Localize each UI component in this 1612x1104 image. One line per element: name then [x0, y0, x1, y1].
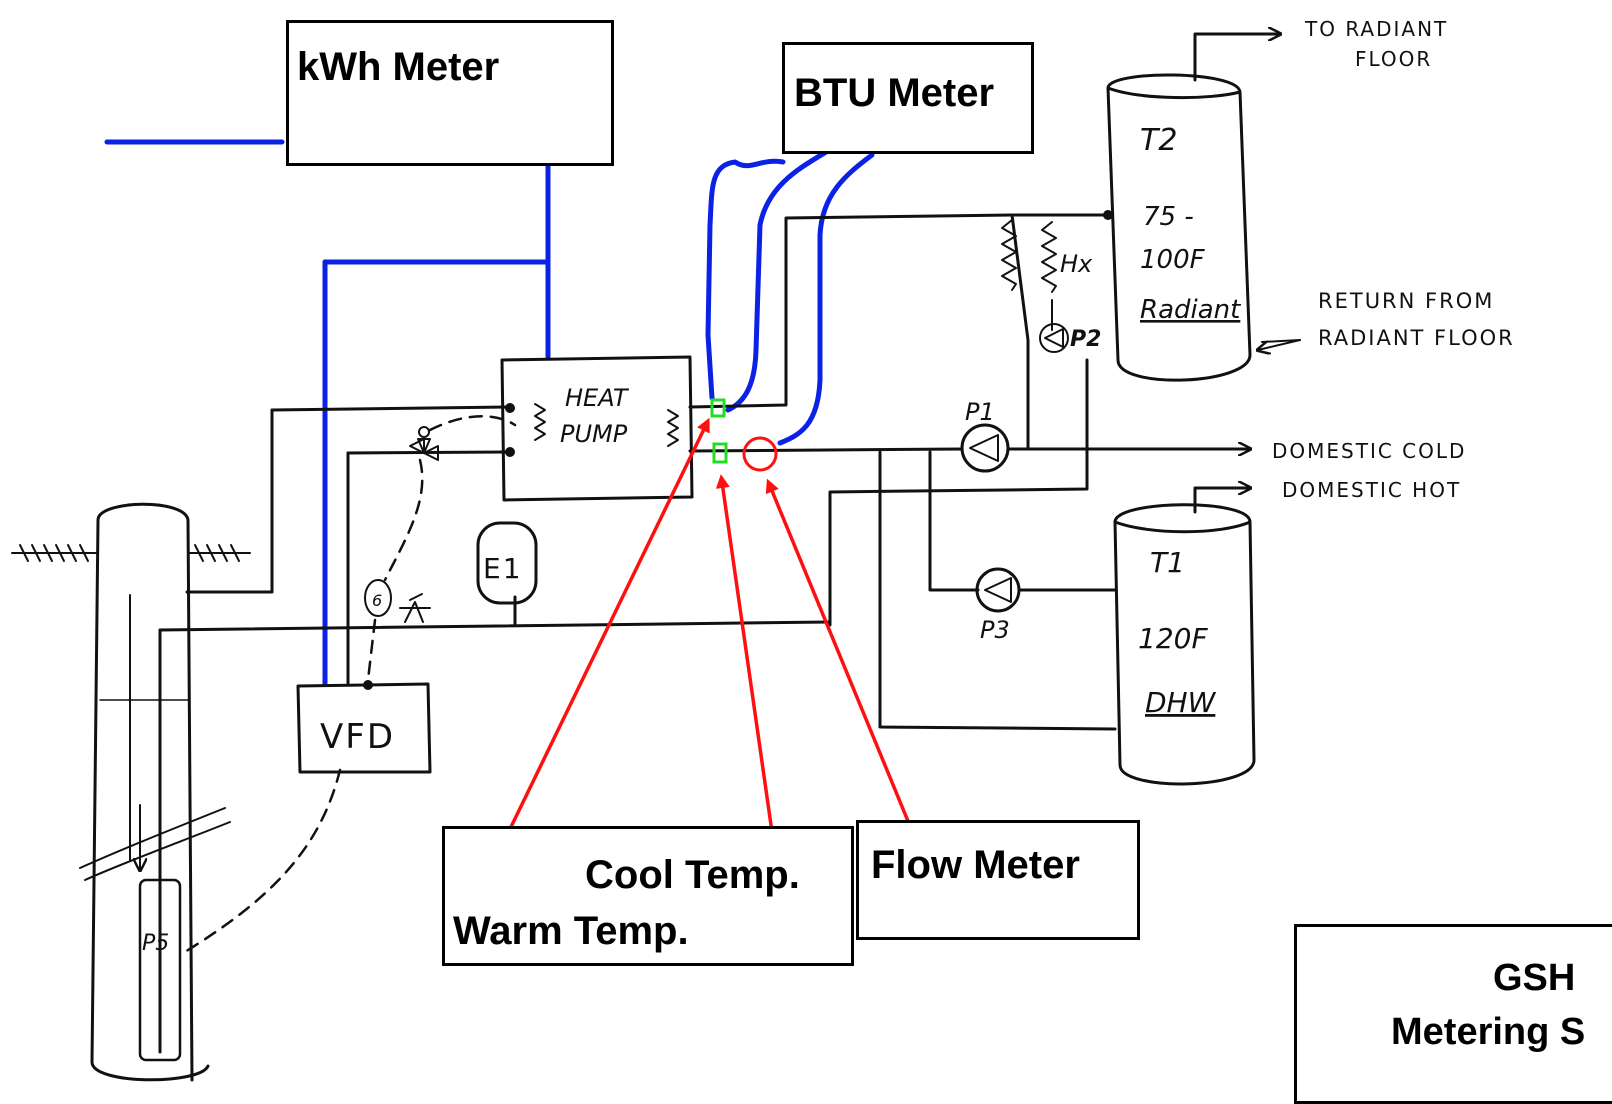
tank-t1: [1113, 503, 1256, 786]
flow-meter-sensor: [742, 436, 778, 472]
heat-pump-coils: [505, 403, 679, 457]
to-radiant-label-1: TO RADIANT: [1304, 17, 1448, 41]
title-line-2: Metering S: [1391, 1011, 1586, 1053]
expansion-tank-e1: [476, 521, 538, 605]
kwh-meter-label: kWh Meter: [297, 45, 500, 89]
tank-t2: [1106, 34, 1301, 382]
t1-use: DHW: [1145, 686, 1217, 719]
t2-label: T2: [1140, 123, 1177, 158]
btu-meter-box: BTU Meter: [782, 42, 1034, 154]
warm-temp-sensor: [710, 398, 726, 418]
p2-label: P2: [1070, 327, 1101, 352]
electrical-wiring: [104, 139, 875, 687]
t2-use: Radiant: [1140, 295, 1241, 325]
heat-pump-label-2: PUMP: [560, 420, 628, 448]
cool-temp-label: Cool Temp.: [585, 853, 800, 897]
kwh-meter-box: kWh Meter: [286, 20, 614, 166]
ground-hatch-right: [187, 544, 251, 562]
t2-temp-1: 75 -: [1143, 202, 1194, 232]
well-casing: [79, 502, 231, 1082]
t1-temp: 120F: [1138, 622, 1208, 655]
return-label-2: RADIANT FLOOR: [1318, 326, 1515, 350]
e1-label: E1: [483, 552, 523, 585]
pump-p3: [975, 567, 1021, 613]
three-way-valve: [409, 426, 439, 461]
t2-temp-2: 100F: [1140, 245, 1206, 275]
heat-pump-label-1: HEAT: [565, 384, 630, 412]
hx-label: Hx: [1060, 250, 1093, 278]
pump-p2: [1039, 323, 1069, 353]
piping: [158, 213, 1250, 1054]
valve-mark-label: 6: [372, 591, 382, 610]
p3-label: P3: [980, 616, 1010, 644]
p5-label: P5: [142, 931, 169, 956]
domestic-hot-label: DOMESTIC HOT: [1282, 478, 1461, 502]
warm-temp-label: Warm Temp.: [453, 909, 689, 953]
pump-p1: [960, 423, 1010, 473]
to-radiant-label-2: FLOOR: [1355, 47, 1432, 71]
return-label-1: RETURN FROM: [1318, 289, 1494, 313]
btu-meter-label: BTU Meter: [794, 71, 995, 115]
title-line-1: GSH: [1493, 957, 1576, 999]
t1-label: T1: [1150, 546, 1185, 579]
title-block: GSH Metering S: [1294, 924, 1612, 1104]
domestic-cold-label: DOMESTIC COLD: [1272, 439, 1466, 463]
p1-label: P1: [965, 398, 995, 426]
well-control-valve: [364, 579, 431, 623]
flow-meter-box: Flow Meter: [856, 820, 1140, 940]
vfd-label: VFD: [320, 717, 395, 757]
flow-meter-label: Flow Meter: [871, 843, 1080, 887]
cool-temp-sensor: [712, 442, 728, 464]
ground-hatch-left: [11, 544, 99, 562]
temp-sensors-box: Cool Temp. Warm Temp.: [442, 826, 854, 966]
vfd-box: [296, 682, 432, 774]
annotation-arrows: [476, 417, 912, 897]
